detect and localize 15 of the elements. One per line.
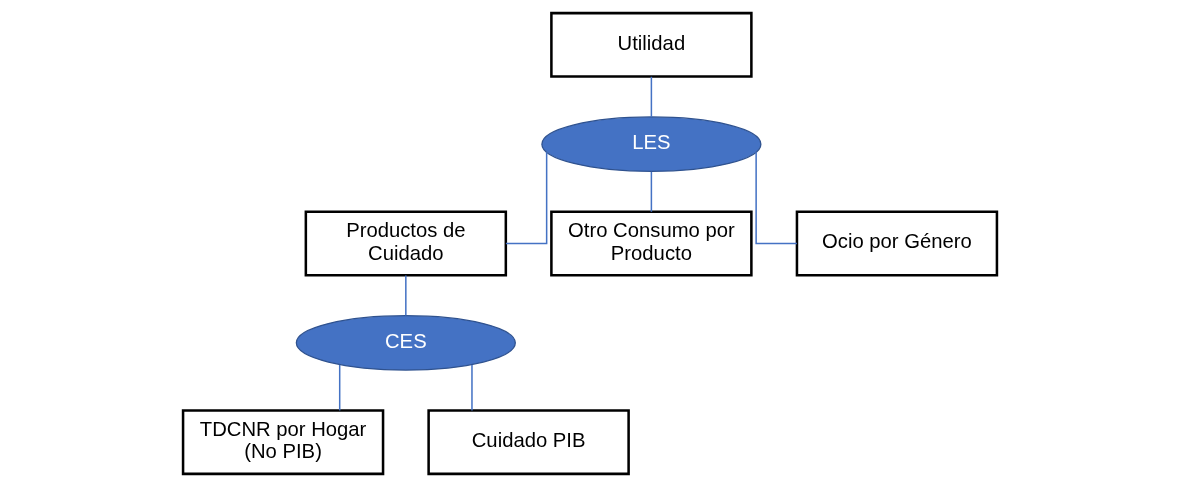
node-ellipse: LES xyxy=(540,116,761,172)
connector xyxy=(650,171,652,213)
node-box: TDCNR por Hogar (No PIB) xyxy=(181,409,384,476)
connector xyxy=(754,151,798,245)
node-box: Ocio por Género xyxy=(795,210,998,277)
connector xyxy=(504,151,547,245)
connector xyxy=(338,364,340,412)
connector xyxy=(470,364,473,412)
connector xyxy=(404,274,407,317)
node-box: Utilidad xyxy=(549,11,753,78)
node-box: Otro Consumo por Producto xyxy=(549,210,753,277)
node-ellipse: CES xyxy=(295,315,516,371)
node-box: Cuidado PIB xyxy=(426,409,630,476)
node-box: Productos de Cuidado xyxy=(304,210,507,277)
connector xyxy=(650,76,652,118)
